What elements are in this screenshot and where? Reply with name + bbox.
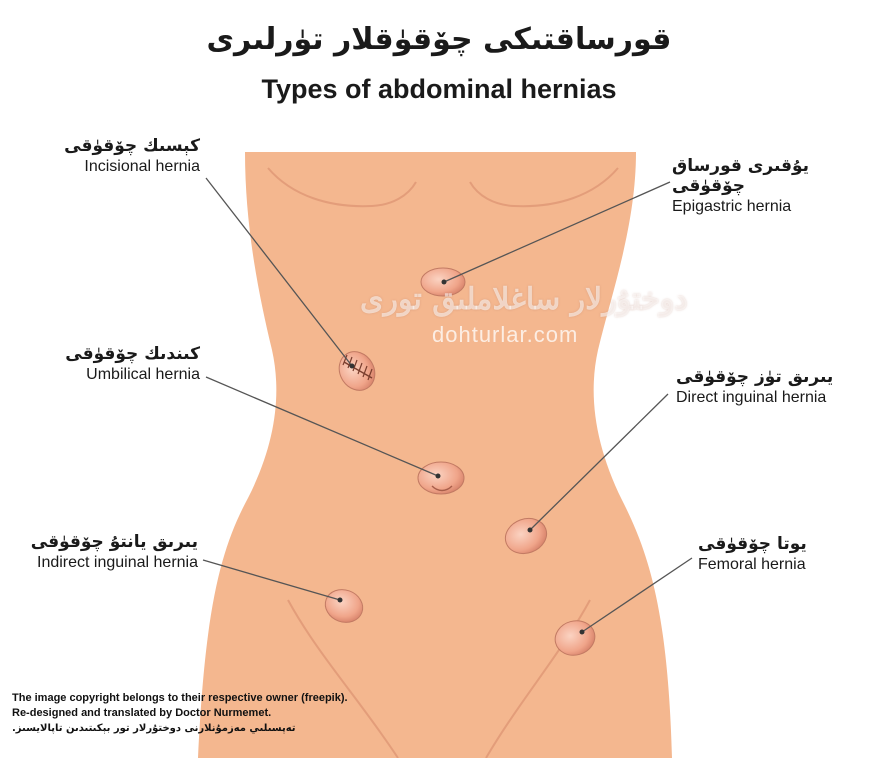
label-indirect-inguinal: يىرىق يانتۇ چۆقۈقى Indirect inguinal her…	[31, 532, 198, 572]
title-english: Types of abdominal hernias	[261, 74, 617, 104]
label-indirect-inguinal-english: Indirect inguinal hernia	[37, 554, 198, 571]
left-chest-contour	[267, 167, 417, 208]
dot-incisional	[349, 363, 355, 369]
label-umbilical-uyghur: كىندىك چۆقۈقى	[65, 344, 200, 364]
footer-credits: The image copyright belongs to their res…	[12, 691, 348, 736]
leader-epigastric	[443, 181, 671, 283]
label-incisional-english: Incisional hernia	[84, 158, 200, 175]
dot-indirect-inguinal	[337, 597, 343, 603]
torso	[198, 152, 672, 758]
footer-line-1: The image copyright belongs to their res…	[12, 692, 348, 704]
leader-direct-inguinal	[529, 393, 669, 531]
dot-epigastric	[441, 279, 447, 285]
label-direct-inguinal-uyghur: يىرىق تۈز چۆقۈقى	[676, 367, 834, 387]
label-direct-inguinal: يىرىق تۈز چۆقۈقى Direct inguinal hernia	[676, 367, 833, 407]
watermark-english: dohturlar.com	[432, 322, 579, 347]
watermark-uyghur: دوختۇرلار ساغلاملىق تورى	[360, 282, 688, 317]
label-direct-inguinal-english: Direct inguinal hernia	[676, 389, 827, 406]
label-femoral-english: Femoral hernia	[698, 556, 806, 573]
label-epigastric-english: Epigastric hernia	[672, 198, 792, 215]
label-umbilical: كىندىك چۆقۈقى Umbilical hernia	[65, 344, 200, 384]
title-uyghur: قورساقتىكى چۆقۈقلار تۈرلىرى	[206, 22, 672, 57]
label-indirect-inguinal-uyghur: يىرىق يانتۇ چۆقۈقى	[30, 532, 198, 552]
dot-umbilical	[435, 473, 441, 479]
label-incisional-uyghur: كېسىك چۆقۈقى	[64, 136, 200, 156]
leader-femoral	[581, 557, 693, 633]
label-umbilical-english: Umbilical hernia	[86, 366, 200, 383]
label-epigastric: يۇقىرى قورساق چۆقۈقى Epigastric hernia	[672, 156, 878, 216]
leader-indirect-inguinal	[202, 559, 341, 601]
label-incisional: كېسىك چۆقۈقى Incisional hernia	[64, 136, 200, 176]
footer-line-3: تەپسىلىي مەزمۇنلارنى دوختۇرلار تور بېكىت…	[12, 723, 296, 734]
direct-inguinal-hernia	[504, 517, 548, 555]
footer-line-2: Re-designed and translated by Doctor Nur…	[12, 707, 272, 719]
right-groin-contour	[485, 599, 591, 758]
label-epigastric-uyghur: يۇقىرى قورساق چۆقۈقى	[672, 156, 810, 196]
dot-femoral	[579, 629, 585, 635]
label-femoral: يوتا چۆقۈقى Femoral hernia	[698, 534, 807, 574]
dot-direct-inguinal	[527, 527, 533, 533]
label-femoral-uyghur: يوتا چۆقۈقى	[698, 534, 807, 554]
right-chest-contour	[469, 167, 619, 208]
left-groin-contour	[287, 599, 399, 758]
umbilical-hernia	[417, 461, 465, 495]
leader-umbilical	[205, 376, 439, 477]
leader-incisional	[205, 177, 353, 367]
